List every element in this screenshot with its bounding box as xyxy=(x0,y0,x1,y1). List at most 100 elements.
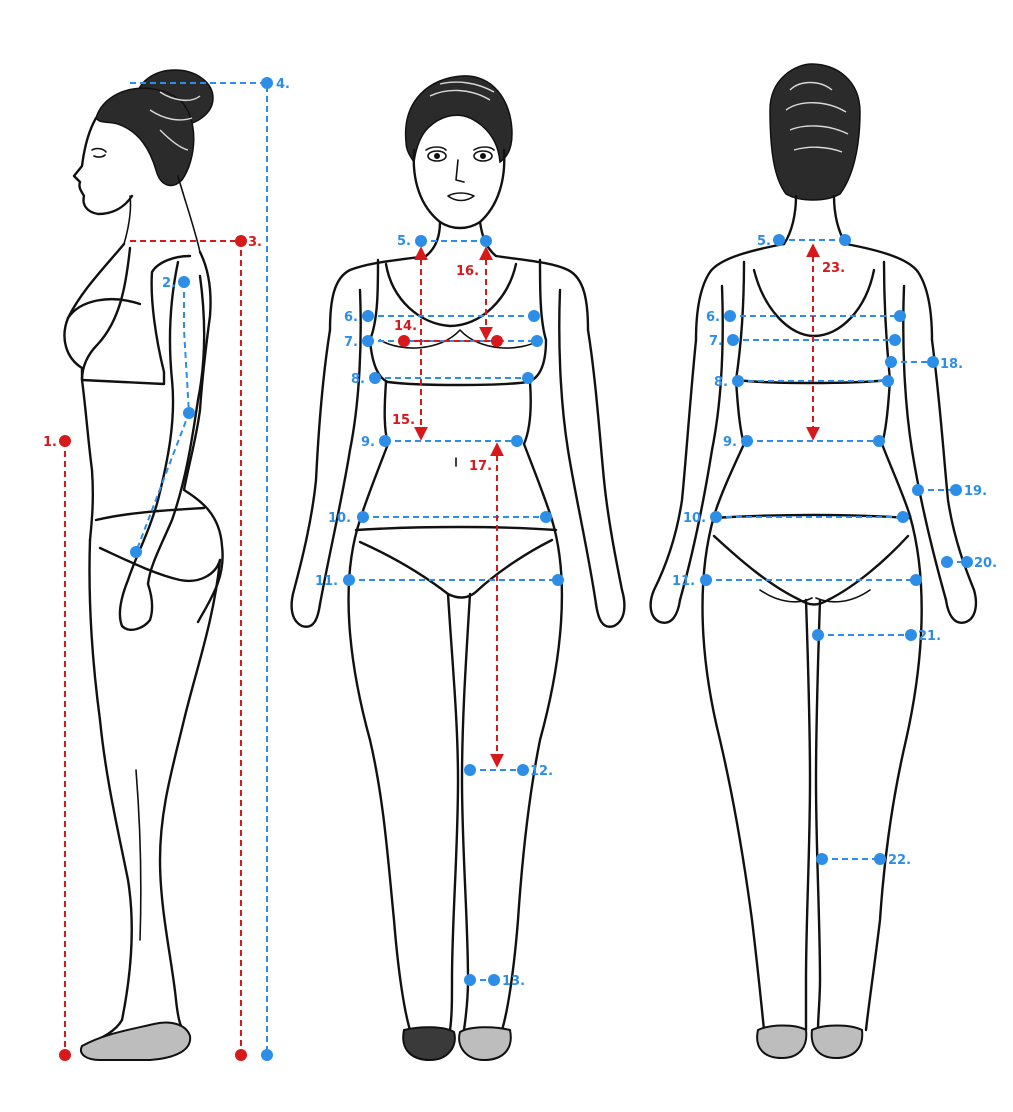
back-legs xyxy=(701,514,923,1032)
measurement-point xyxy=(897,511,909,523)
measurement-point xyxy=(235,1049,247,1061)
measurement-point xyxy=(379,435,391,447)
measurement-point xyxy=(812,629,824,641)
measurement-m17: 17. xyxy=(469,442,504,768)
measurement-point xyxy=(773,234,785,246)
side-view-figure xyxy=(63,69,224,1061)
measurement-label: 23. xyxy=(822,261,845,276)
front-legs xyxy=(347,518,564,1032)
measurement-point xyxy=(261,1049,273,1061)
measurement-point xyxy=(882,375,894,387)
measurement-point xyxy=(727,334,739,346)
measurement-m3: 3. xyxy=(130,235,262,1061)
back-shoe-left xyxy=(756,1024,808,1060)
measurement-label: 10. xyxy=(328,511,351,526)
back-shoulders xyxy=(694,242,934,342)
measurement-point xyxy=(961,556,973,568)
measurement-label: 11. xyxy=(315,574,338,589)
front-face xyxy=(412,148,506,230)
measurement-m23: 23. xyxy=(806,243,845,441)
measurement-point xyxy=(741,435,753,447)
measurement-point xyxy=(511,435,523,447)
measurement-m8: 8. xyxy=(351,372,534,387)
measurement-point xyxy=(398,335,410,347)
measurement-m1: 1. xyxy=(43,435,71,1061)
side-face xyxy=(72,116,134,216)
measurement-m4: 4. xyxy=(130,77,290,1061)
measurement-b6: 6. xyxy=(706,310,906,325)
measurement-m15: 15. xyxy=(392,246,428,441)
measurement-point xyxy=(889,334,901,346)
measurement-m21: 21. xyxy=(812,629,941,644)
measurement-b11: 11. xyxy=(672,574,922,589)
measurement-line xyxy=(135,282,191,553)
side-hair xyxy=(95,87,195,187)
measurement-point xyxy=(732,375,744,387)
measurement-m12: 12. xyxy=(464,764,553,779)
measurement-point xyxy=(357,511,369,523)
measurement-point xyxy=(464,974,476,986)
measurement-b5: 5. xyxy=(757,234,851,249)
measurement-point xyxy=(531,335,543,347)
measurement-m16: 16. xyxy=(456,246,493,341)
measurement-m6: 6. xyxy=(344,310,540,325)
measurement-point xyxy=(710,511,722,523)
measurement-point xyxy=(700,574,712,586)
measurement-point xyxy=(488,974,500,986)
front-arms xyxy=(290,328,626,628)
front-brief xyxy=(354,525,558,599)
measurement-label: 7. xyxy=(344,335,358,350)
measurement-point xyxy=(528,310,540,322)
measurement-point xyxy=(941,556,953,568)
front-torso xyxy=(358,380,554,522)
measurement-point xyxy=(522,372,534,384)
measurement-point xyxy=(415,235,427,247)
side-shoe xyxy=(80,1021,192,1061)
measurement-point xyxy=(816,853,828,865)
back-arms xyxy=(649,338,978,624)
measurement-m11: 11. xyxy=(315,574,564,589)
measurement-m10: 10. xyxy=(328,511,552,526)
measurement-label: 13. xyxy=(502,974,525,989)
measurement-line xyxy=(130,82,268,1055)
measurement-point xyxy=(183,407,195,419)
side-bra xyxy=(80,246,192,386)
measurement-label: 6. xyxy=(706,310,720,325)
back-hair xyxy=(769,63,861,201)
measurement-label: 9. xyxy=(361,435,375,450)
measurement-label: 5. xyxy=(397,234,411,249)
measurement-label: 15. xyxy=(392,413,415,428)
measurement-point xyxy=(261,77,273,89)
measurement-annotations: 1. 2.3. 4. 5. 6. 7. 8. 9. 10. 11. 12. 13. 14. 15. 16. 1… xyxy=(43,77,997,1061)
measurement-point xyxy=(905,629,917,641)
measurement-label: 10. xyxy=(683,511,706,526)
measurement-label: 8. xyxy=(351,372,365,387)
measurement-label: 2. xyxy=(162,276,176,291)
measurement-m20: 20. xyxy=(941,556,997,571)
back-shoe-right xyxy=(810,1024,864,1060)
measurement-label: 4. xyxy=(276,77,290,92)
side-torso xyxy=(63,242,126,542)
measurement-label: 16. xyxy=(456,264,479,279)
measurement-point xyxy=(839,234,851,246)
measurement-point xyxy=(235,235,247,247)
front-view-figure xyxy=(290,75,626,1062)
measurement-label: 5. xyxy=(757,234,771,249)
measurement-point xyxy=(130,546,142,558)
measurement-point xyxy=(491,335,503,347)
measurement-label: 18. xyxy=(940,357,963,372)
measurement-point xyxy=(369,372,381,384)
measurement-m9: 9. xyxy=(361,435,523,450)
measurement-point xyxy=(480,235,492,247)
measurement-b9: 9. xyxy=(723,435,885,450)
measurement-point xyxy=(927,356,939,368)
measurement-point xyxy=(178,276,190,288)
measurement-point xyxy=(885,356,897,368)
measurement-m7: 7. xyxy=(344,335,543,350)
measurement-point xyxy=(464,764,476,776)
measurement-point xyxy=(540,511,552,523)
measurement-point xyxy=(874,853,886,865)
measurement-label: 14. xyxy=(394,319,417,334)
measurement-point xyxy=(873,435,885,447)
